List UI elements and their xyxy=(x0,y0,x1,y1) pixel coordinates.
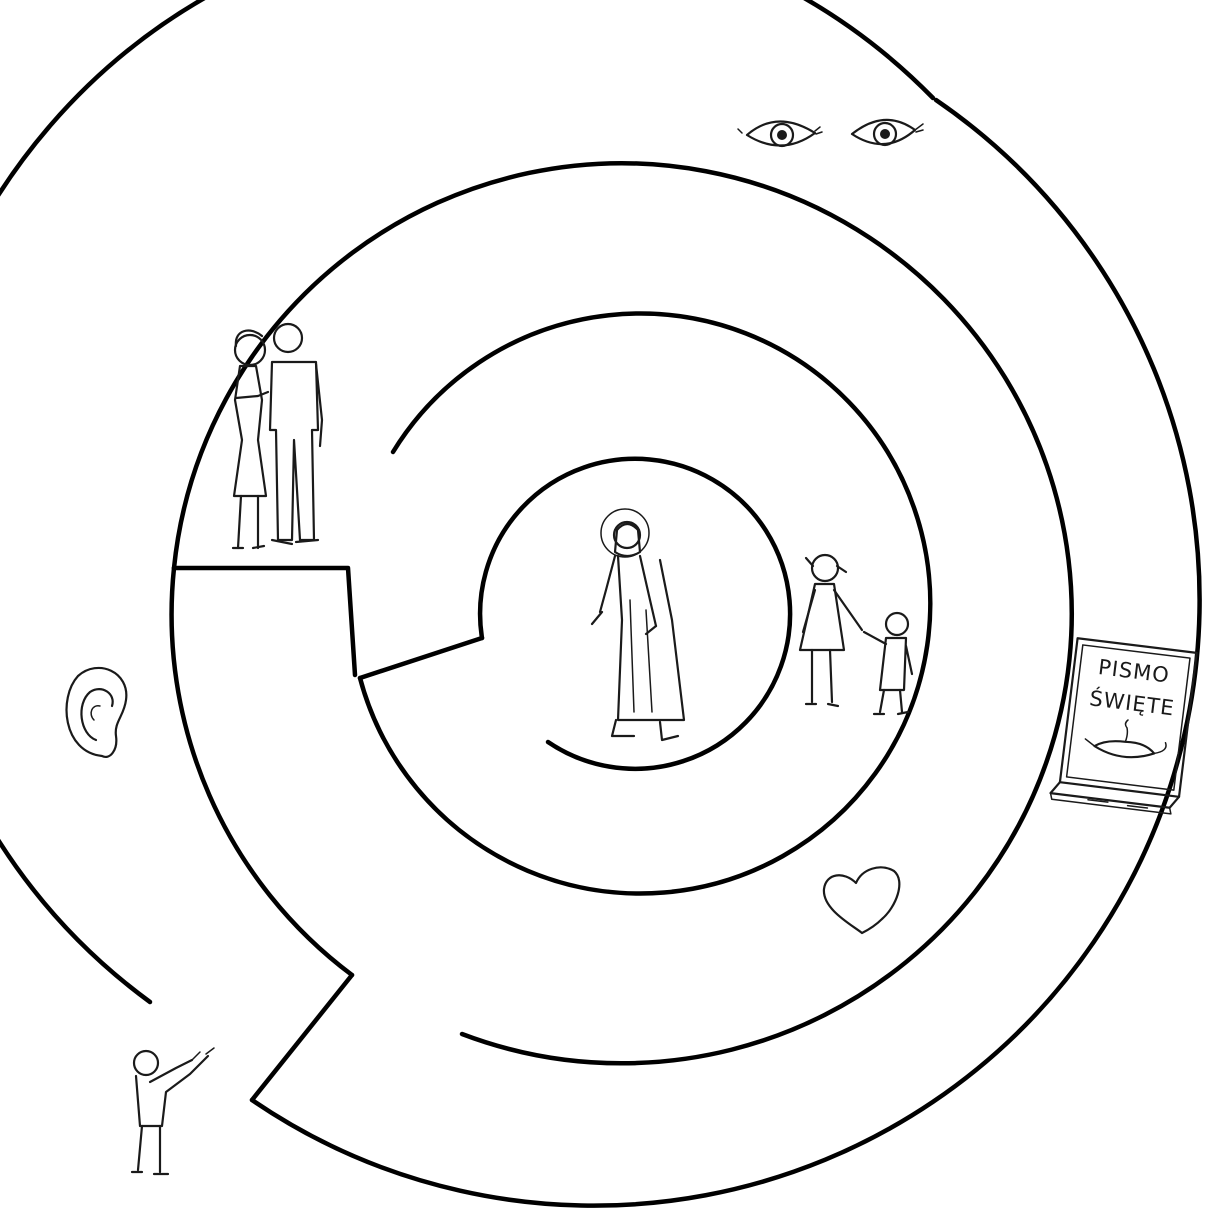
entry-notch-wall xyxy=(252,975,352,1100)
maze-walls xyxy=(0,0,1200,1206)
bible-icon: PISMO ŚWIĘTE xyxy=(1050,637,1197,814)
couple-figure xyxy=(233,324,322,548)
woman-figure xyxy=(233,331,268,548)
heart-icon xyxy=(824,867,899,933)
inner-connector-wall xyxy=(360,638,482,678)
man-figure xyxy=(270,324,322,544)
divider-wall xyxy=(174,568,355,675)
ear-icon xyxy=(67,668,127,757)
second-ring-wall-right xyxy=(174,163,1072,1063)
walker-figure xyxy=(132,1048,214,1174)
book-title-line2: ŚWIĘTE xyxy=(1088,685,1176,720)
second-ring-wall xyxy=(172,568,352,975)
eyes-icon xyxy=(738,120,923,146)
girl-figure xyxy=(800,555,862,706)
children-figure xyxy=(800,555,912,714)
jesus-figure xyxy=(592,509,684,740)
outer-wall-lower xyxy=(252,100,1200,1206)
book-title-line1: PISMO xyxy=(1097,655,1171,688)
boy-figure xyxy=(864,613,912,714)
inner-ring-wall xyxy=(480,459,790,769)
